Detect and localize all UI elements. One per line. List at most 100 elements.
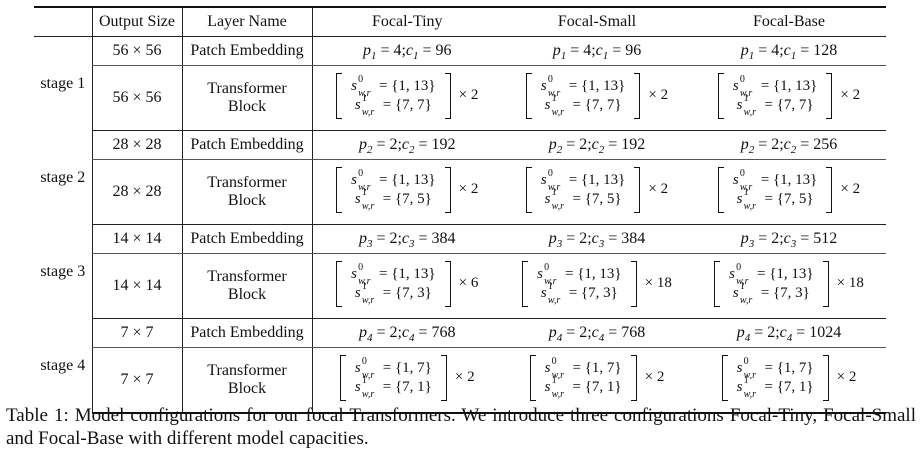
left-bracket	[336, 260, 343, 307]
window-symbol-s: s	[736, 190, 743, 207]
patch-size-var: p	[548, 324, 557, 341]
patch-embedding-tiny-cell: p2 = 2;c2 = 192	[311, 130, 502, 160]
left-bracket	[717, 166, 724, 213]
window-symbol-index: w,r	[736, 275, 749, 287]
patch-size-index: 3	[748, 238, 755, 251]
patch-embedding-base-cell: p2 = 2;c2 = 256	[692, 130, 886, 160]
window-symbol-s: s	[544, 378, 551, 395]
left-bracket	[339, 354, 346, 401]
patch-size-symbol: p3	[359, 230, 373, 250]
window-symbol-s: s	[544, 96, 551, 113]
channel-symbol: c1	[784, 42, 797, 62]
row-0-value: = {1, 13}	[568, 77, 626, 94]
patch-size-value: = 2;	[758, 230, 784, 247]
patch-size-symbol: p2	[740, 136, 755, 156]
patch-size-index: 2	[556, 144, 563, 157]
window-symbol-index: w,r	[361, 294, 375, 306]
repeat-count: × 2	[648, 181, 669, 197]
table-body: Output Size Layer Name Focal-Tiny Focal-…	[34, 6, 886, 414]
channel-symbol: c3	[783, 230, 797, 250]
window-symbol-level: 1	[361, 186, 367, 198]
channel-symbol: c1	[596, 42, 609, 62]
window-symbol-s: s	[354, 359, 361, 376]
channel-var: c	[405, 42, 414, 59]
layer-name-cell: Patch Embedding	[181, 130, 312, 160]
right-bracket	[440, 354, 447, 401]
row-1-value: = {7, 1}	[382, 378, 432, 395]
channel-symbol: c4	[780, 324, 793, 344]
window-symbol-level: 0	[743, 355, 749, 367]
window-symbol-level: 1	[551, 374, 557, 386]
patch-size-symbol: p2	[549, 136, 563, 157]
window-symbol-s: s	[354, 284, 361, 301]
left-bracket	[525, 166, 532, 213]
output-size-cell: 28 × 28	[91, 159, 182, 225]
channel-var: c	[401, 324, 410, 341]
repeat-count: × 2	[458, 87, 479, 103]
window-symbol-s: s	[736, 96, 743, 113]
patch-size-symbol: p4	[358, 324, 373, 345]
patch-size-value: = 2;	[754, 324, 780, 341]
repeat-count: × 2	[840, 181, 861, 197]
layer-name-line1: Transformer	[207, 268, 287, 285]
channel-value: = 512	[800, 230, 838, 247]
window-symbol-level: 0	[358, 167, 364, 179]
window-symbol-level: 0	[358, 73, 364, 85]
channel-var: c	[401, 136, 410, 153]
layer-name-cell: Patch Embedding	[181, 318, 312, 348]
patch-embedding-small-cell: p4 = 2;c4 = 768	[502, 318, 692, 348]
window-symbol-s: s	[354, 96, 361, 113]
left-bracket	[714, 260, 721, 307]
patch-size-symbol: p1	[363, 42, 377, 62]
window-symbol-s: s	[351, 171, 357, 188]
layer-name-line1: Transformer	[207, 174, 287, 191]
patch-size-index: 4	[366, 332, 373, 345]
patch-size-symbol: p2	[359, 136, 373, 156]
channel-var: c	[783, 230, 791, 247]
output-size-cell: 56 × 56	[91, 65, 182, 131]
patch-size-value: = 2;	[376, 136, 402, 153]
window-symbol-s: s	[351, 77, 357, 94]
row-1-value: = {7, 5}	[572, 190, 622, 207]
patch-size-var: p	[740, 136, 749, 153]
row-0-value: = {1, 7}	[764, 359, 814, 376]
window-symbol-level: 1	[547, 280, 553, 292]
header-stage-cell	[34, 6, 92, 37]
window-symbol-s: s	[736, 378, 743, 395]
repeat-count: × 2	[458, 181, 479, 197]
repeat-count: × 18	[836, 275, 864, 291]
row-0-value: = {1, 13}	[379, 77, 436, 94]
channel-value: = 1024	[796, 324, 842, 341]
window-symbol-s: s	[736, 359, 743, 376]
patch-size-var: p	[358, 324, 367, 341]
row-0-value: = {1, 13}	[565, 265, 622, 282]
channel-index: 4	[598, 332, 605, 345]
channel-index: 1	[413, 50, 419, 63]
